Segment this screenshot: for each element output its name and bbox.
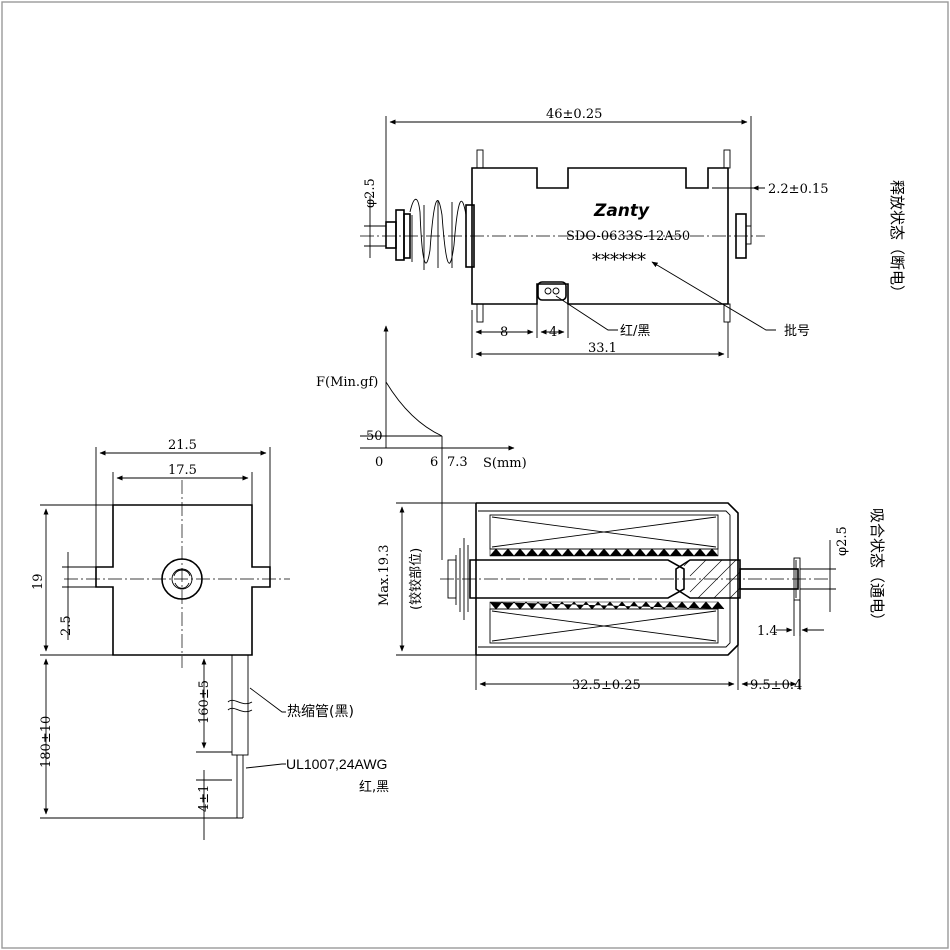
top-connector [537, 281, 567, 301]
model-label: SDO-0633S-12A50 [566, 229, 690, 244]
bobbin-bottom-hatch [489, 601, 719, 610]
coil-top-cross [491, 516, 717, 548]
section-view: Max.19.3 (铰铰部位) φ2.5 1.4 32.5±0.25 9.5±0… [377, 502, 886, 693]
label-wire-color-side: 红,黑 [359, 779, 389, 795]
section-stator [675, 559, 741, 599]
curve-tick-73: 7.3 [447, 455, 468, 470]
connector-pin-red [544, 287, 552, 295]
section-plunger [469, 559, 685, 599]
state-released-label: 释放状态（断电） [888, 180, 906, 300]
leader-wire [555, 295, 618, 331]
top-spring-back [411, 200, 453, 270]
dim-95-label: 9.5±0.4 [750, 678, 802, 693]
dim-175-label: 17.5 [168, 463, 197, 478]
dim-46-label: 46±0.25 [546, 107, 602, 122]
dim-22-label: 2.2±0.15 [768, 182, 829, 197]
top-view: Zanty SDO-0633S-12A50 ****** 46±0.25 φ2.… [360, 107, 906, 358]
top-housing [471, 167, 729, 305]
dim-215-label: 21.5 [168, 438, 197, 453]
leader-batch [651, 261, 776, 331]
curve-tick-50: 50 [366, 429, 383, 444]
brand-logo: Zanty [593, 201, 650, 221]
top-spring [409, 198, 467, 264]
top-plunger-head [385, 221, 397, 249]
dim-180-label: 180±10 [39, 716, 54, 768]
dim-14-label: 1.4 [757, 624, 778, 639]
side-wire-break [227, 699, 253, 713]
coil-bottom-cross [491, 610, 717, 642]
bobbin-zigzag [489, 548, 725, 610]
leader-heat-shrink [249, 687, 286, 713]
label-batch: 批号 [784, 324, 810, 339]
curve-force-line [385, 381, 443, 437]
dim-8-label: 8 [500, 325, 508, 340]
side-heat-shrink [231, 654, 249, 756]
force-curve: F(Min.gf) S(mm) 50 0 6 7.3 [316, 325, 527, 560]
top-tab-right-bottom [723, 303, 731, 323]
leader-wire-spec [245, 763, 286, 769]
top-plunger-washer [395, 209, 405, 261]
curve-y-label: F(Min.gf) [316, 375, 378, 390]
dim-25-label: 2.5 [59, 615, 74, 636]
dim-325-label: 32.5±0.25 [572, 678, 641, 693]
dim-phi-top-label: φ2.5 [363, 178, 378, 208]
dim-strip-label: 4±1 [197, 785, 212, 812]
label-heat-shrink: 热缩管(黑) [287, 704, 354, 720]
top-tab-left-top [476, 149, 484, 169]
side-view: 21.5 17.5 19 2.5 160±5 180±10 4±1 热缩管(黑)… [31, 438, 389, 840]
dim-331-label: 33.1 [588, 341, 617, 356]
batch-mark: ****** [592, 250, 646, 271]
top-tab-right-top [723, 149, 731, 169]
dim-phi-sec-label: φ2.5 [835, 526, 850, 556]
curve-tick-0: 0 [375, 455, 383, 470]
label-wire-color: 红/黑 [620, 323, 650, 339]
dim-160-label: 160±5 [197, 680, 212, 724]
dim-193-note: (铰铰部位) [409, 548, 424, 610]
connector-pin-black [552, 287, 560, 295]
curve-x-label: S(mm) [483, 456, 527, 471]
state-energized-label: 吸合状态（通电） [868, 508, 886, 628]
top-tab-left-bottom [476, 303, 484, 323]
dim-19-label: 19 [31, 573, 46, 590]
side-body [95, 504, 271, 656]
dim-4-label: 4 [549, 325, 557, 340]
top-rear-pin [745, 225, 752, 245]
curve-tick-6: 6 [430, 455, 438, 470]
dim-193-label: Max.19.3 [377, 545, 392, 606]
label-wire-spec: UL1007,24AWG [286, 756, 387, 772]
